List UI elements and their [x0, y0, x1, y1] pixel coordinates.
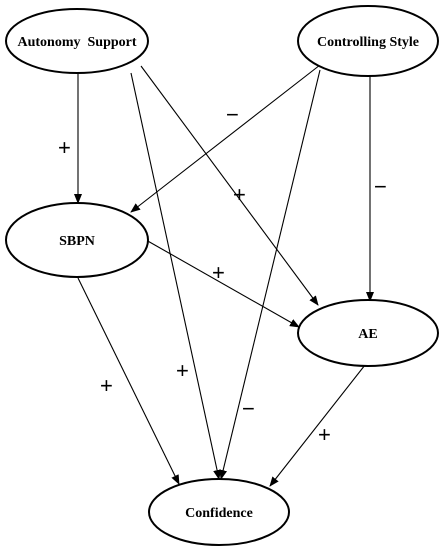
node-controlling-style: Controlling Style [297, 5, 439, 77]
edge-sign: + [58, 135, 71, 160]
edge-sign: − [242, 396, 255, 421]
node-label: Autonomy Support [17, 35, 136, 50]
edge-controlling-to-sbpn: − [130, 64, 321, 213]
node-autonomy-support: Autonomy Support [5, 8, 149, 74]
edge-ae-to-confidence: + [269, 364, 366, 487]
edge-autonomy-to-ae: + [140, 65, 319, 306]
edge-autonomy-to-confidence: + [130, 72, 222, 480]
node-confidence: Confidence [148, 478, 290, 546]
edge-sign: − [226, 102, 239, 127]
edge-sign: − [374, 174, 387, 199]
edge-sbpn-to-ae: + [145, 239, 300, 328]
node-ae: AE [297, 299, 439, 367]
edge-controlling-to-ae: − [366, 76, 387, 302]
node-label: Confidence [185, 506, 253, 521]
edge-controlling-to-confidence: − [219, 69, 321, 480]
edge-sign: + [212, 260, 225, 285]
edge-sign: + [100, 373, 113, 398]
node-label: Controlling Style [317, 35, 419, 50]
edge-sign: + [176, 358, 189, 383]
node-label: AE [358, 327, 377, 342]
edge-sbpn-to-confidence: + [77, 277, 180, 485]
edge-sign: + [318, 422, 331, 447]
edge-autonomy-to-sbpn: + [58, 73, 82, 204]
node-sbpn: SBPN [5, 202, 149, 278]
edge-sign: + [233, 182, 246, 207]
node-label: SBPN [59, 234, 95, 249]
